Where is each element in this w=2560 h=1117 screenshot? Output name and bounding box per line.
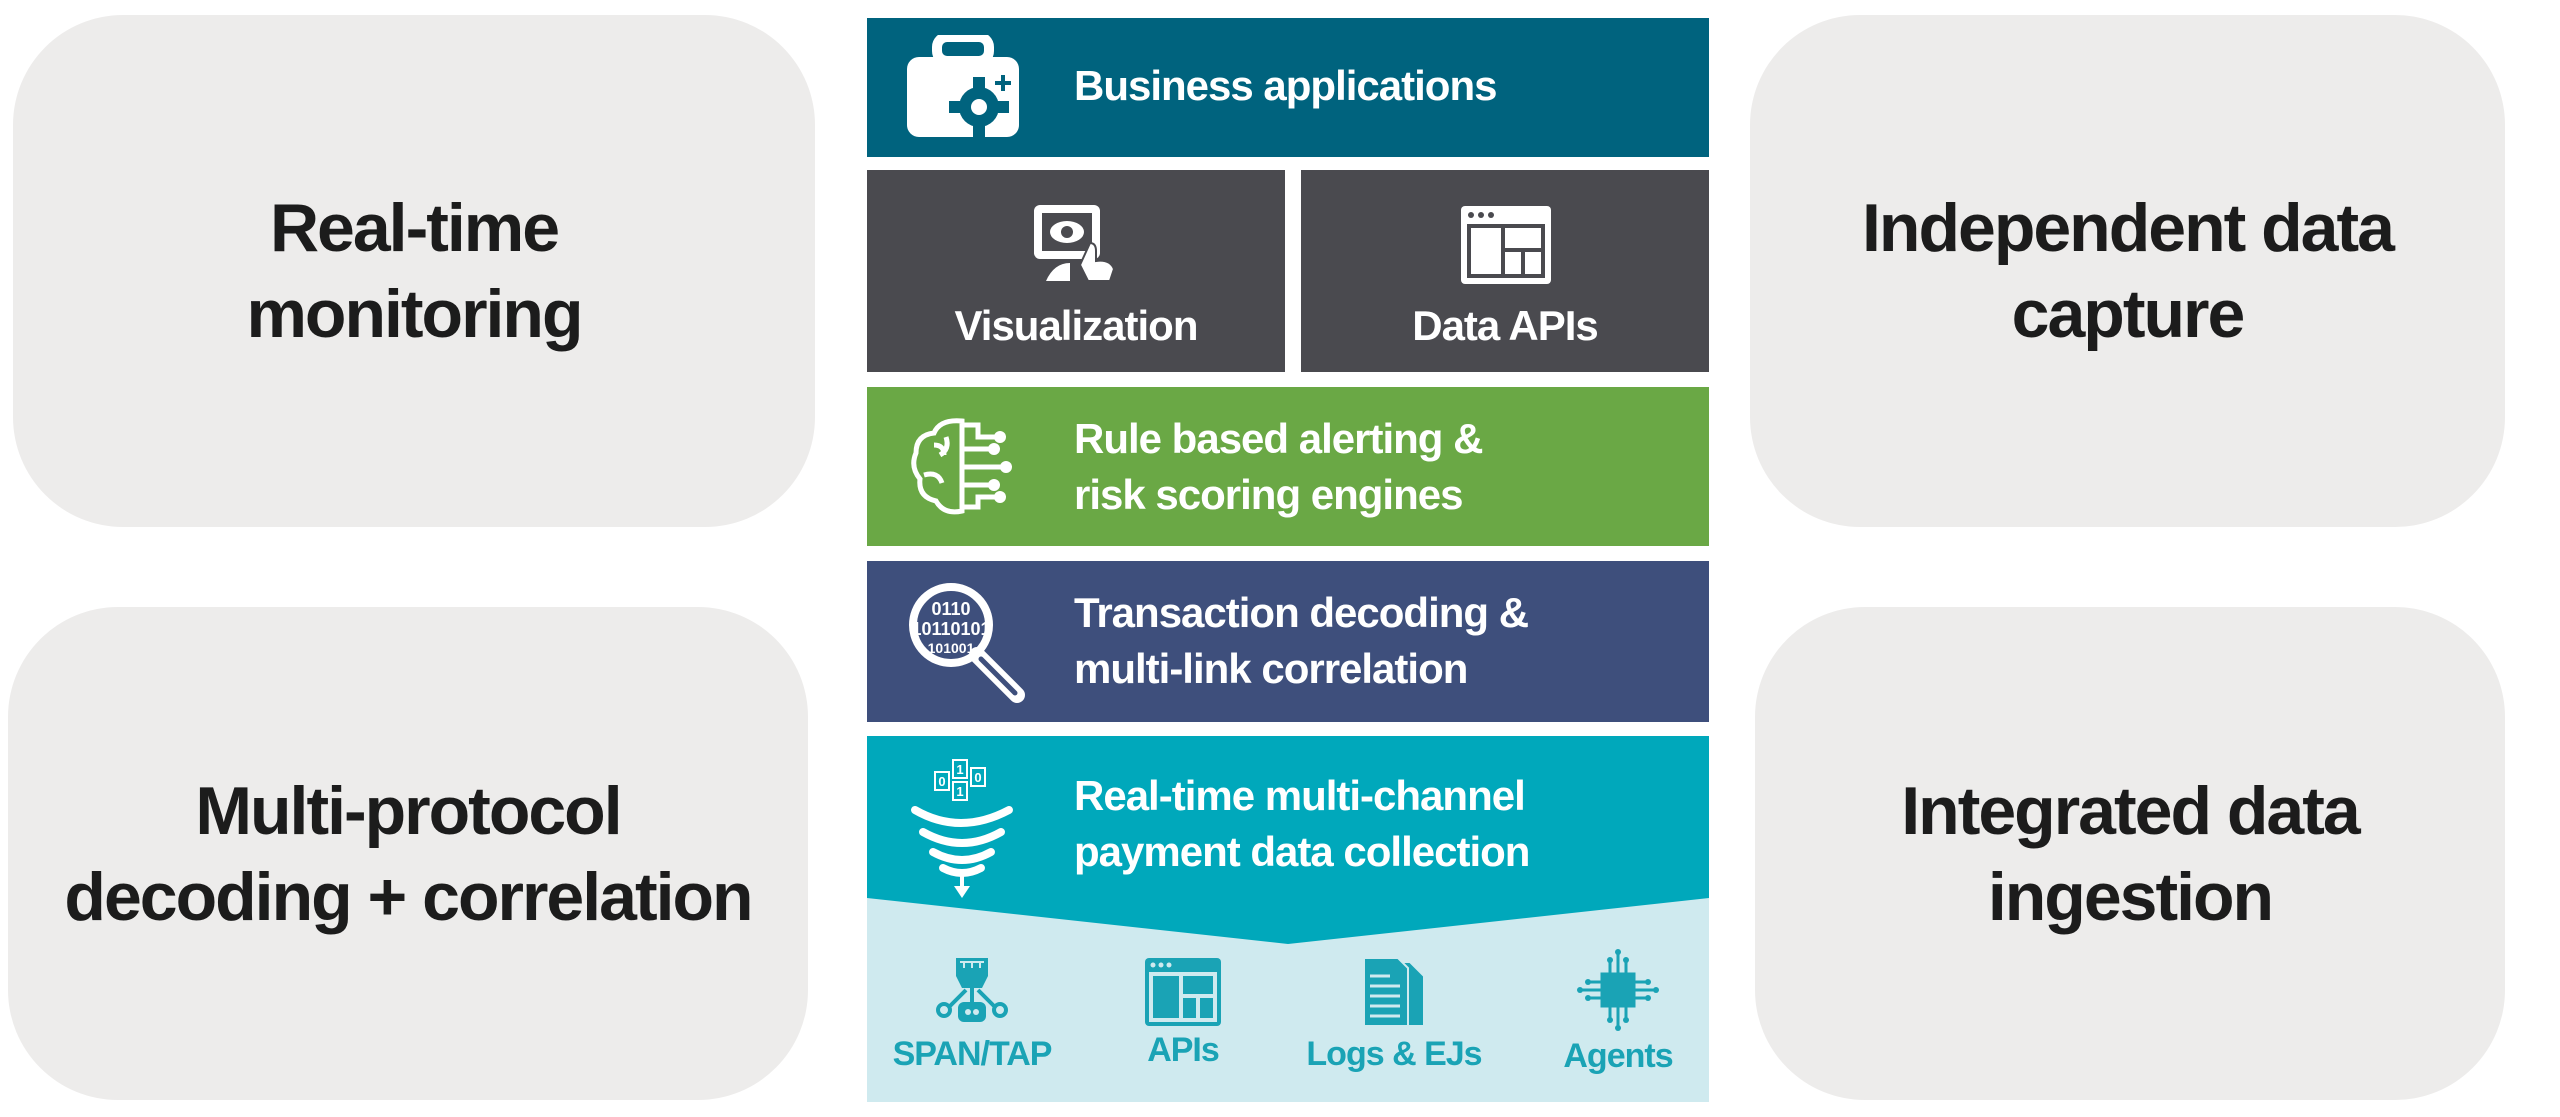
brain-circuit-icon (911, 418, 1012, 515)
card-label: Integrated data ingestion (1901, 772, 2360, 935)
collection-label: Real-time multi-channel payment data col… (1074, 772, 1530, 875)
card-label: Independent data capture (1862, 190, 2395, 352)
svg-text:1: 1 (956, 762, 963, 777)
documents-icon (1363, 957, 1425, 1027)
browser-window-icon (1145, 958, 1221, 1026)
magnifier-binary-icon: 0110 10110101 101001 (909, 583, 1025, 703)
svg-text:1: 1 (956, 784, 963, 799)
visualization-layer: Visualization (867, 170, 1285, 372)
decoding-label: Transaction decoding & multi-link correl… (1074, 589, 1529, 692)
svg-text:0: 0 (974, 770, 981, 785)
svg-text:0110: 0110 (931, 599, 970, 619)
source-span-tap: SPAN/TAP (872, 958, 1072, 1074)
svg-text:0: 0 (938, 774, 945, 789)
source-logs-ejs: Logs & EJs (1294, 957, 1494, 1074)
source-label: SPAN/TAP (892, 1035, 1053, 1073)
network-tap-icon (936, 958, 1008, 1022)
source-label: Logs & EJs (1306, 1035, 1482, 1073)
business-applications-layer: Business applications (867, 18, 1709, 157)
card-label: Multi-protocol decoding + correlation (64, 772, 753, 935)
card-label: Real-time monitoring (246, 190, 583, 352)
browser-window-icon (1461, 206, 1551, 284)
data-funnel-icon: 01 10 (911, 759, 1013, 898)
source-apis: APIs (1083, 958, 1283, 1070)
collection-layer-background (867, 736, 1709, 1102)
svg-text:101001: 101001 (928, 640, 975, 656)
visualization-label: Visualization (954, 302, 1199, 349)
card-independent-data-capture: Independent data capture (1750, 15, 2505, 527)
data-apis-layer: Data APIs (1301, 170, 1709, 372)
alerting-label: Rule based alerting & risk scoring engin… (1074, 415, 1483, 518)
alerting-layer: Rule based alerting & risk scoring engin… (867, 387, 1709, 546)
card-multi-protocol-decoding: Multi-protocol decoding + correlation (8, 607, 808, 1100)
monitor-eye-touch-icon (1034, 205, 1116, 281)
briefcase-gear-icon (907, 35, 1019, 137)
source-label: Agents (1563, 1037, 1673, 1075)
card-real-time-monitoring: Real-time monitoring (13, 15, 815, 527)
source-label: APIs (1147, 1031, 1220, 1069)
business-applications-label: Business applications (1074, 62, 1497, 109)
svg-text:10110101: 10110101 (911, 619, 990, 639)
chip-icon (1577, 949, 1659, 1031)
data-apis-label: Data APIs (1412, 302, 1599, 349)
decoding-layer: 0110 10110101 101001 Transaction decodin… (867, 561, 1709, 722)
card-integrated-data-ingestion: Integrated data ingestion (1755, 607, 2505, 1100)
source-agents: Agents (1518, 948, 1718, 1076)
